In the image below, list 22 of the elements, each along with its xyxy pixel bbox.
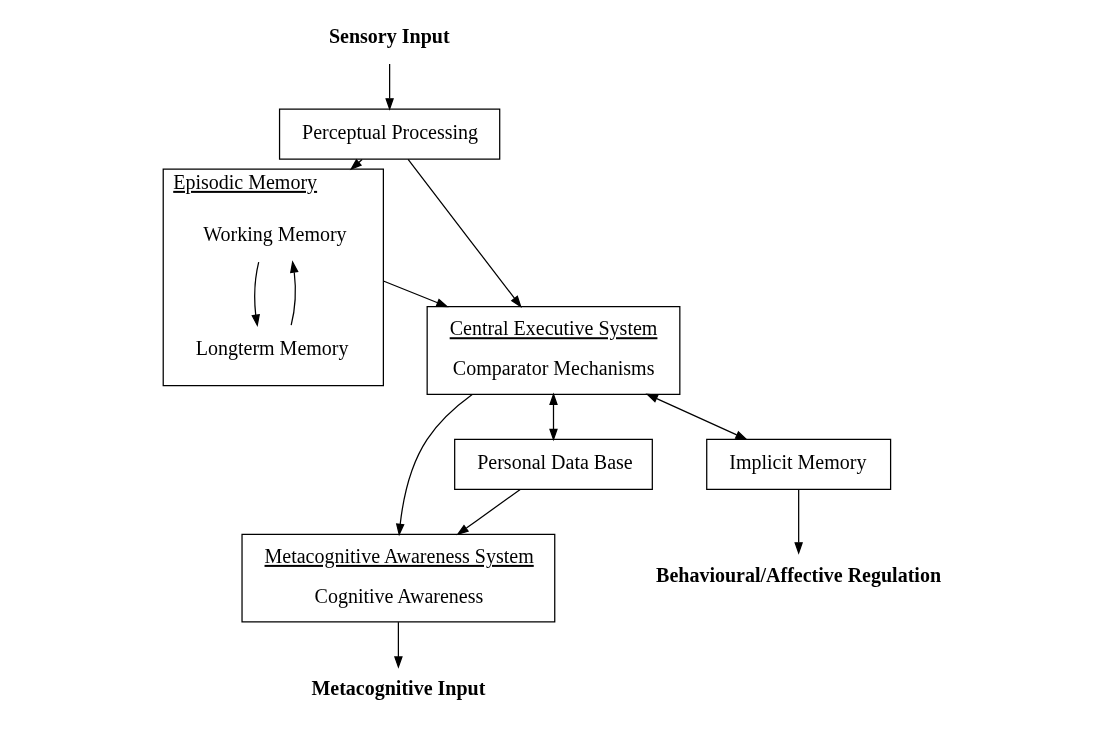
node-box: Central Executive System Comparator Mechanisms [426, 305, 680, 395]
node-text: Working Memory [202, 222, 347, 245]
node-box: Perceptual Processing [278, 107, 500, 160]
arrow [645, 393, 748, 440]
node-text: Metacognitive Input [310, 676, 485, 699]
node-text: Behavioural/Affective Regulation [655, 563, 941, 586]
arrow [395, 393, 473, 536]
arrow [455, 488, 521, 535]
node-box: Metacognitive Awareness System Cognitive Awareness [240, 533, 555, 623]
node-box: Personal Data Base [453, 438, 653, 490]
arrow [289, 259, 299, 326]
node-text: Longterm Memory [195, 336, 348, 359]
arrow [393, 621, 403, 669]
node-text: Sensory Input [328, 24, 450, 47]
arrow [349, 158, 363, 170]
node-box: Implicit Memory [705, 438, 891, 490]
arrow [382, 279, 449, 307]
arrow [793, 488, 803, 555]
arrow [407, 158, 522, 308]
arrow [250, 260, 260, 327]
arrow [384, 63, 394, 111]
arrow [548, 392, 558, 441]
